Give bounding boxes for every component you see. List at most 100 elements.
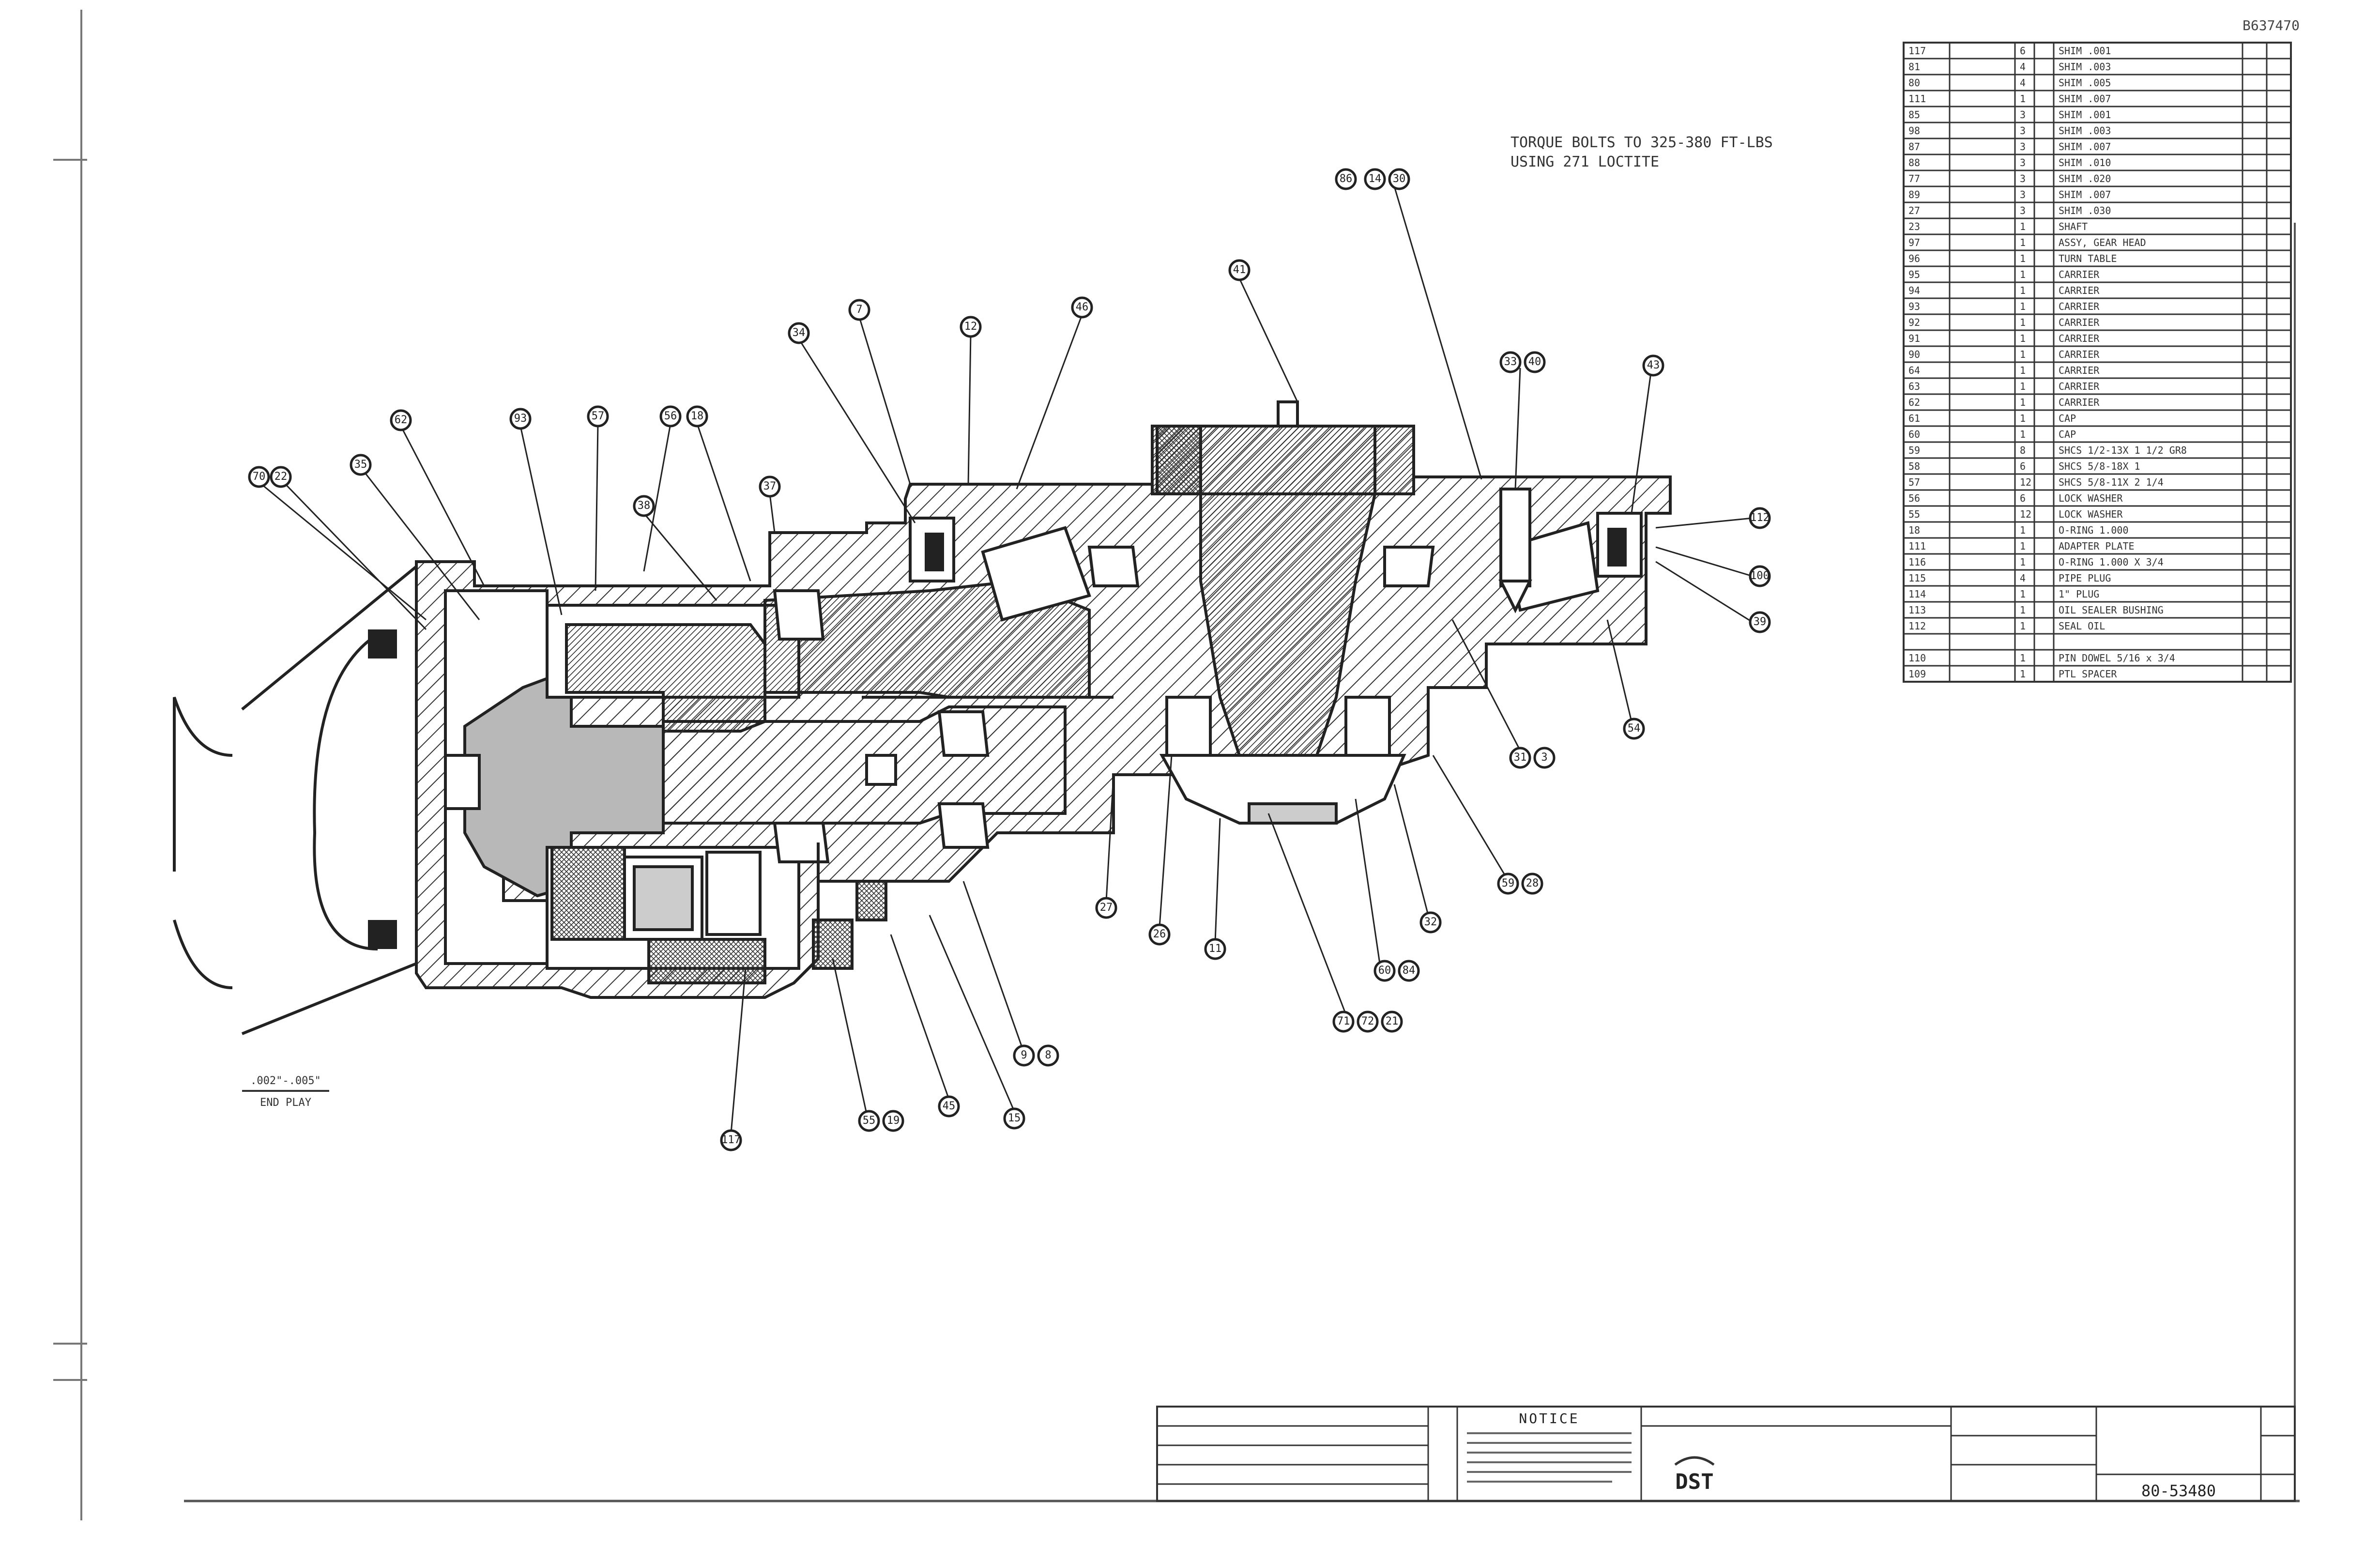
bom-item-number: 60 [1908,429,1920,440]
balloon: 57 [587,405,609,591]
bom-description: O-RING 1.000 X 3/4 [2059,556,2164,568]
svg-text:35: 35 [354,459,367,471]
svg-text:59: 59 [1502,877,1515,889]
balloon: 112 [1655,507,1771,529]
bom-description: SHCS 5/8-11X 2 1/4 [2059,476,2164,488]
bom-quantity: 3 [2020,189,2026,200]
bom-description: PIPE PLUG [2059,572,2111,584]
bom-item-number: 81 [1908,61,1920,73]
svg-text:8: 8 [1045,1049,1051,1061]
balloon: 35 [350,454,480,620]
end-play-value: .002"-.005" [242,1075,329,1092]
svg-text:46: 46 [1076,301,1089,313]
bom-item-number: 56 [1908,492,1920,504]
bom-description: SHIM .003 [2059,61,2111,73]
bom-quantity: 1 [2020,237,2026,248]
bom-description: CARRIER [2059,301,2100,312]
bom-quantity: 1 [2020,413,2026,424]
bom-item-number: 59 [1908,444,1920,456]
bom-quantity: 1 [2020,301,2026,312]
bom-quantity: 1 [2020,269,2026,280]
end-play-note: .002"-.005" END PLAY [242,1075,329,1109]
svg-text:100: 100 [1750,570,1770,582]
bom-quantity: 6 [2020,45,2026,57]
svg-text:71: 71 [1337,1015,1350,1027]
svg-text:21: 21 [1386,1015,1399,1027]
balloon: 40 [1524,351,1546,373]
bom-description: PTL SPACER [2059,668,2117,680]
bom-item-number: 77 [1908,173,1920,184]
bom-description: LOCK WASHER [2059,508,2123,520]
bom-quantity: 1 [2020,540,2026,552]
svg-text:18: 18 [691,410,704,422]
balloon-callouts: 70 22 35 62 93 57 56 18 38 37 34 7 12 46… [248,168,1771,1151]
balloon: 7 [848,299,911,485]
balloon: 3 [1533,747,1556,769]
svg-text:62: 62 [395,414,408,426]
bom-quantity: 1 [2020,620,2026,632]
bom-description: SHIM .001 [2059,109,2111,121]
bom-description: SHAFT [2059,221,2088,232]
balloon: 28 [1521,873,1543,895]
bom-quantity: 1 [2020,604,2026,616]
bom-description: CARRIER [2059,269,2100,280]
svg-text:11: 11 [1209,943,1222,955]
balloon: 60 [1355,798,1396,982]
bom-description: CARRIER [2059,333,2100,344]
bom-description: OIL SEALER BUSHING [2059,604,2164,616]
company-logo: DST [1675,1470,1713,1494]
bom-quantity: 1 [2020,429,2026,440]
bom-row: 57 12 SHCS 5/8-11X 2 1/4 [1904,476,2291,491]
bom-quantity: 3 [2020,157,2026,168]
balloon: 30 [1388,168,1410,190]
bom-description: CARRIER [2059,349,2100,360]
bom-quantity: 1 [2020,381,2026,392]
svg-text:72: 72 [1361,1015,1374,1027]
svg-text:33: 33 [1504,356,1517,368]
bom-item-number: 98 [1908,125,1920,137]
bom-description: SHIM .030 [2059,205,2111,216]
svg-text:27: 27 [1100,902,1113,914]
svg-text:22: 22 [275,471,288,483]
torque-note: TORQUE BOLTS TO 325-380 FT-LBS USING 271… [1510,133,1773,172]
svg-text:86: 86 [1340,173,1353,185]
bom-quantity: 3 [2020,109,2026,121]
balloon: 38 [633,495,717,601]
bom-description: LOCK WASHER [2059,492,2123,504]
torque-note-line-2: USING 271 LOCTITE [1510,153,1660,170]
bom-quantity: 1 [2020,397,2026,408]
svg-text:45: 45 [943,1100,956,1112]
svg-text:12: 12 [964,321,977,333]
bom-description: SHCS 5/8-18X 1 [2059,460,2140,472]
svg-text:14: 14 [1369,173,1382,185]
balloon: 37 [759,475,781,533]
balloon: 86 [1335,168,1482,480]
svg-text:39: 39 [1754,616,1767,628]
bom-description: CAP [2059,429,2076,440]
bom-description: SHIM .007 [2059,141,2111,153]
balloon: 93 [509,408,563,615]
bom-item-number: 58 [1908,460,1920,472]
bom-description: SHIM .010 [2059,157,2111,168]
balloon: 72 [1357,1011,1379,1033]
bom-item-number: 116 [1908,556,1926,568]
bom-row: 60 1 CAP [1904,429,2291,443]
balloon: 11 [1204,818,1226,960]
bom-item-number: 57 [1908,476,1920,488]
bom-quantity: 12 [2020,476,2031,488]
bom-quantity: 3 [2020,205,2026,216]
balloon: 34 [788,322,916,523]
svg-text:37: 37 [763,480,777,492]
bom-item-number: 61 [1908,413,1920,424]
bom-description: SHIM .003 [2059,125,2111,137]
balloon: 46 [1016,296,1093,490]
bom-item-number: 91 [1908,333,1920,344]
